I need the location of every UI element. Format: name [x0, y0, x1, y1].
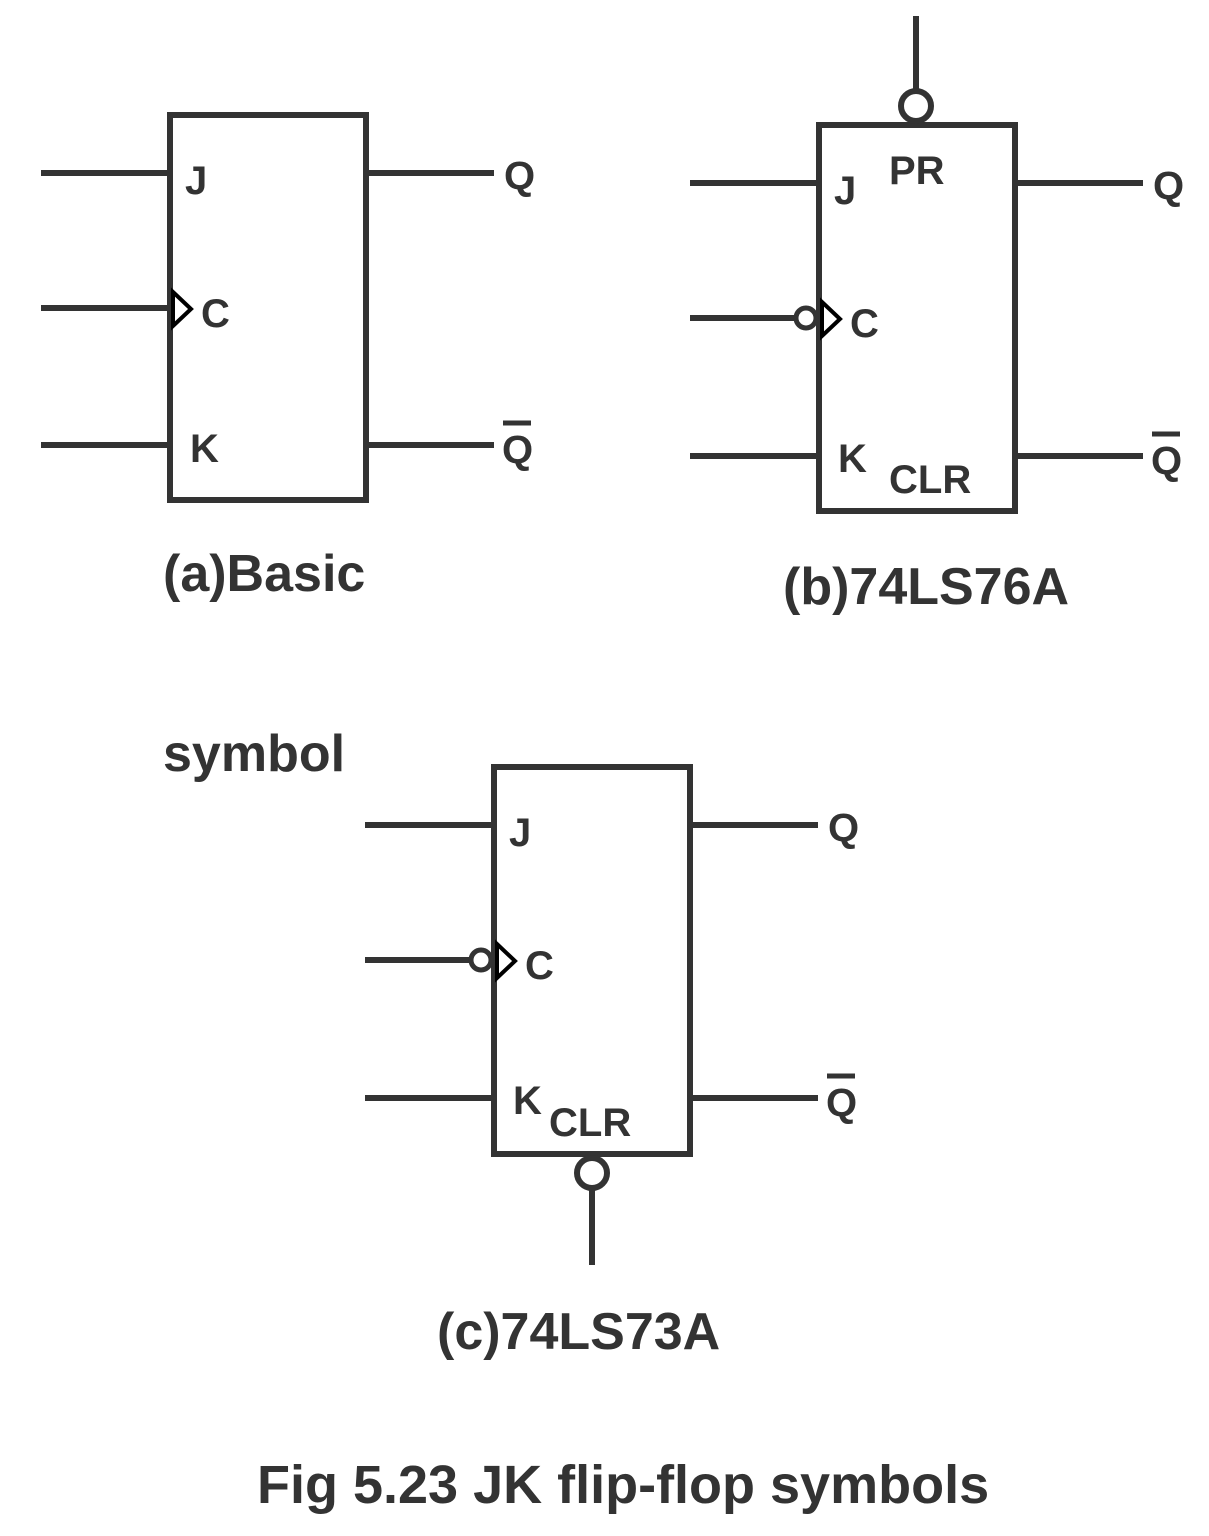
q-output-label: Q [1153, 164, 1184, 208]
clear-pin-label: CLR [549, 1101, 631, 1145]
preset-pin-label: PR [889, 149, 945, 193]
c-pin-label: C [850, 302, 879, 346]
panel-c-caption: (c)74LS73A [437, 1303, 720, 1361]
figure-title: Fig 5.23 JK flip-flop symbols [257, 1455, 989, 1515]
clear-pin-label: CLR [889, 458, 971, 502]
q-output-label: Q [504, 154, 535, 198]
j-pin-label: J [834, 169, 856, 213]
qbar-output-label: Q [1151, 439, 1182, 483]
clear-inversion-bubble [574, 1155, 610, 1191]
clock-inversion-bubble [468, 947, 494, 973]
c-pin-label: C [201, 292, 230, 336]
symbol-label: symbol [163, 725, 345, 783]
clock-edge-triangle [171, 287, 194, 331]
c-pin-label: C [525, 944, 554, 988]
panel-c-74ls73a: symbol J C K CLR Q Q (c)74LS73A [163, 725, 859, 1361]
panel-a-basic: J C K Q Q (a)Basic [41, 112, 535, 603]
q-output-label: Q [828, 806, 859, 850]
k-pin-label: K [190, 427, 219, 471]
flip-flop-body [816, 122, 1018, 514]
j-pin-label: J [185, 159, 207, 203]
k-pin-label: K [513, 1079, 542, 1123]
panel-b-caption: (b)74LS76A [783, 558, 1069, 616]
flip-flop-body [491, 764, 693, 1157]
qbar-output-label: Q [826, 1081, 857, 1125]
j-pin-label: J [509, 811, 531, 855]
k-pin-label: K [838, 437, 867, 481]
qbar-output-label: Q [502, 428, 533, 472]
clock-edge-triangle [495, 939, 518, 983]
panel-b-74ls76a: J PR C K CLR Q Q (b)74LS76A [690, 16, 1184, 616]
clock-inversion-bubble [793, 305, 819, 331]
clock-edge-triangle [820, 297, 843, 341]
preset-inversion-bubble [898, 88, 934, 124]
panel-a-caption: (a)Basic [163, 545, 365, 603]
